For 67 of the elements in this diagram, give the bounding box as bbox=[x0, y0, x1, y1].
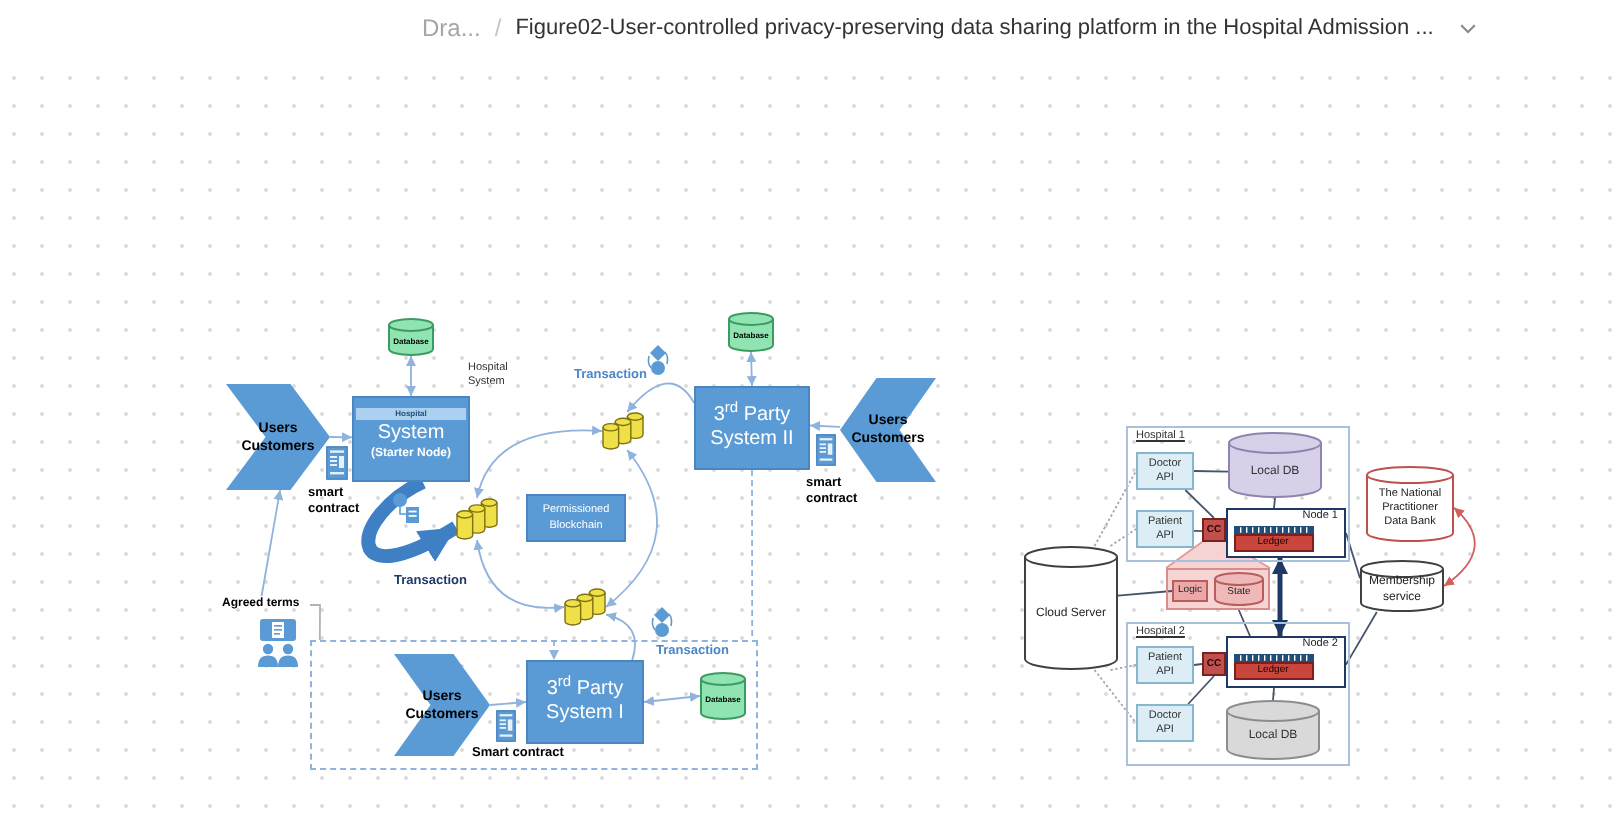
callout-box bbox=[1166, 568, 1270, 610]
dotted-line bbox=[1109, 528, 1137, 547]
dotted-line bbox=[1093, 669, 1137, 724]
process-box bbox=[352, 396, 470, 482]
arrow bbox=[809, 420, 841, 431]
database-cylinder bbox=[1214, 572, 1264, 606]
database-cylinder bbox=[388, 318, 434, 356]
breadcrumb-text: / bbox=[494, 12, 502, 44]
dashed-group-border bbox=[310, 640, 758, 770]
database-cylinder bbox=[1228, 432, 1322, 498]
connector-line bbox=[1117, 590, 1173, 597]
hospital-panel bbox=[1126, 622, 1350, 766]
process-box bbox=[526, 660, 644, 744]
database-stack bbox=[564, 588, 606, 626]
chevron-shape bbox=[226, 384, 330, 490]
database-cylinder bbox=[1360, 560, 1444, 612]
dashed-arrow bbox=[549, 639, 559, 661]
database-cylinder bbox=[1366, 466, 1454, 542]
connector-line bbox=[309, 604, 321, 641]
curved-double-arrow bbox=[1443, 506, 1476, 587]
process-box bbox=[694, 386, 810, 470]
node-label: System bbox=[377, 422, 445, 446]
connector-line bbox=[1193, 470, 1229, 473]
connector-line bbox=[1193, 530, 1203, 533]
curved-double-arrow bbox=[605, 449, 658, 608]
database-cylinder bbox=[1226, 700, 1320, 760]
breadcrumb-text: Dra... bbox=[422, 12, 481, 44]
curved-arrow bbox=[626, 382, 695, 413]
database-stack bbox=[456, 498, 498, 540]
node-label: 3$^{rd}$ Party System II bbox=[708, 404, 796, 452]
process-box bbox=[1136, 704, 1194, 742]
connector-line bbox=[1184, 489, 1215, 519]
connector-line bbox=[1345, 611, 1378, 666]
connector-line bbox=[1273, 497, 1276, 509]
double-arrow bbox=[746, 351, 757, 387]
arrow bbox=[260, 489, 284, 597]
double-arrow bbox=[643, 692, 701, 706]
dotted-line bbox=[1093, 470, 1137, 547]
chevron-shape bbox=[840, 378, 936, 482]
curved-arrow bbox=[605, 612, 636, 661]
curved-double-arrow bbox=[474, 425, 603, 499]
arrow bbox=[329, 432, 353, 443]
dotted-line bbox=[1109, 664, 1137, 671]
process-box bbox=[1172, 580, 1208, 602]
process-box bbox=[1202, 518, 1226, 542]
database-stack bbox=[602, 412, 644, 450]
database-cylinder bbox=[1024, 546, 1118, 670]
process-box bbox=[1136, 452, 1194, 490]
document-title: Figure02-User-controlled privacy-preserving data sharing platform in the Hospital Admission ... bbox=[515, 14, 1434, 44]
hospital-panel bbox=[1126, 426, 1350, 562]
process-box bbox=[526, 494, 626, 542]
process-box bbox=[1202, 652, 1226, 676]
node-panel bbox=[1226, 636, 1346, 688]
arrow bbox=[489, 697, 527, 708]
connector-line bbox=[1272, 687, 1275, 701]
connector-line bbox=[1193, 663, 1203, 666]
process-box bbox=[1136, 510, 1194, 548]
dashed-line bbox=[751, 469, 754, 641]
connector-line bbox=[1237, 609, 1251, 637]
node-label: 3$^{rd}$ Party System I bbox=[544, 678, 626, 726]
connector-line bbox=[1187, 675, 1215, 705]
double-arrow bbox=[1272, 558, 1288, 636]
process-box bbox=[1136, 646, 1194, 684]
curved-double-arrow bbox=[473, 539, 565, 613]
double-arrow bbox=[406, 355, 416, 397]
database-cylinder bbox=[728, 312, 774, 352]
database-cylinder bbox=[700, 672, 746, 720]
